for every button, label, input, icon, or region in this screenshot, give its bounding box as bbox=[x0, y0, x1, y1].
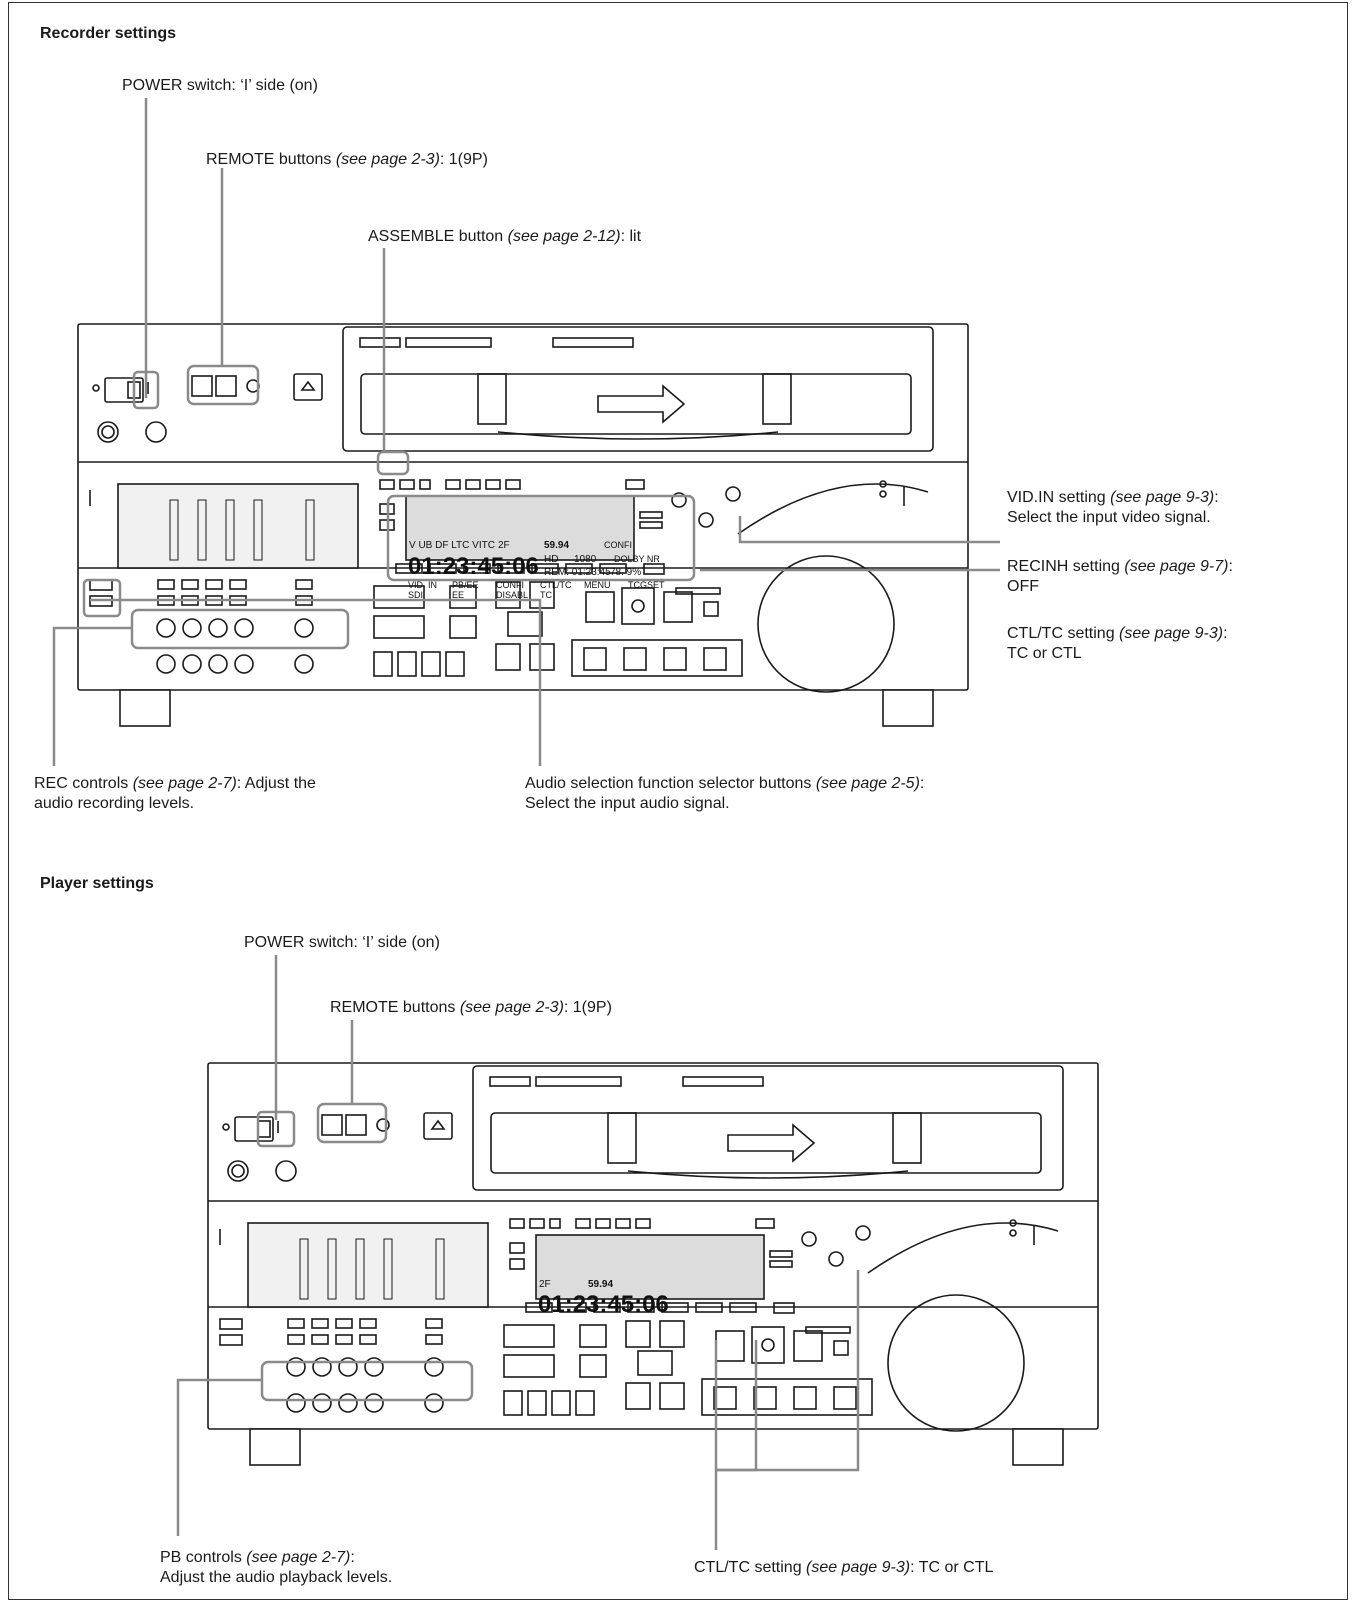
recorder-display-field: 2F bbox=[498, 540, 510, 551]
recorder-menu-item: VID. IN bbox=[408, 580, 437, 590]
recorder-display-pct: 78. 9% bbox=[610, 567, 641, 578]
recorder-menu-item: PB/EE bbox=[452, 580, 479, 590]
recorder-display-timecode: 01:23:45:06 bbox=[408, 553, 539, 580]
recorder-display-nr: DOLBY NR bbox=[614, 554, 660, 564]
player-display-timecode: 01:23:45:06 bbox=[538, 1291, 669, 1318]
recorder-menu-item: MENU bbox=[584, 580, 611, 590]
recorder-menu-item: CTL/TC bbox=[540, 580, 572, 590]
recorder-display-rate: 59.94 bbox=[544, 540, 569, 551]
recorder-display-rem: REM: 01:23:45 bbox=[544, 567, 611, 578]
recorder-menu-value: DISABL bbox=[496, 590, 528, 600]
recorder-display-lines: 1080 bbox=[574, 554, 597, 565]
recorder-deck bbox=[78, 324, 968, 726]
recorder-display-tags: V UB DF LTC VITC bbox=[409, 540, 495, 551]
recorder-menu-value: TC bbox=[540, 590, 552, 600]
recorder-menu-item: CONFI bbox=[496, 580, 524, 590]
recorder-menu-value: EE bbox=[452, 590, 464, 600]
player-display-field: 2F bbox=[539, 1279, 551, 1290]
player-deck bbox=[208, 1063, 1098, 1465]
recorder-menu-item: TCGSET bbox=[628, 580, 665, 590]
player-display-rate: 59.94 bbox=[588, 1279, 613, 1290]
recorder-display-conf: CONFI bbox=[604, 540, 632, 550]
recorder-display-format: HD bbox=[544, 554, 558, 565]
recorder-menu-value: SDI bbox=[408, 590, 423, 600]
